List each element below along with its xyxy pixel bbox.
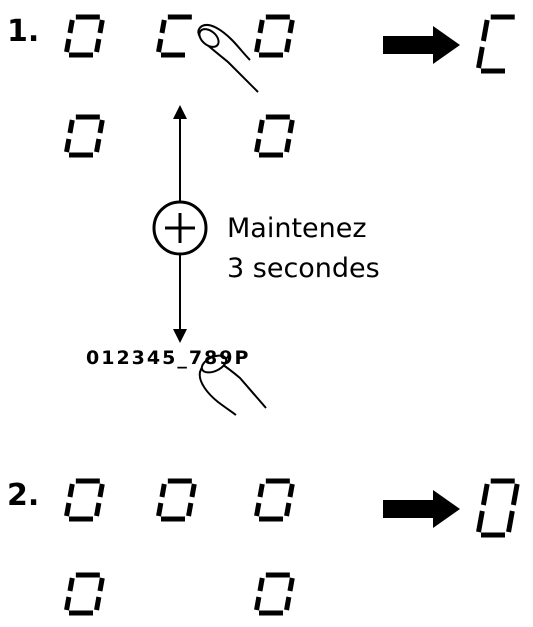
zone-digit xyxy=(254,114,295,158)
zone-digit xyxy=(64,114,105,158)
zone-digit xyxy=(254,572,295,616)
finger-touch-icon xyxy=(197,24,259,93)
zone-digit xyxy=(156,14,192,58)
slider-scale: 012345_789P xyxy=(86,347,251,369)
step-number: 1. xyxy=(7,14,40,49)
result-digit xyxy=(476,14,515,74)
zone-digit xyxy=(254,14,295,58)
zone-digit xyxy=(254,478,295,522)
zone-digit xyxy=(64,572,105,616)
zone-digit xyxy=(64,14,105,58)
seven-segment-digits xyxy=(64,14,520,616)
plus-circle-icon xyxy=(152,200,208,256)
zone-digit xyxy=(156,478,197,522)
right-arrow-icon xyxy=(383,490,460,528)
result-digit xyxy=(476,478,520,538)
hold-instruction-line-2: 3 secondes xyxy=(227,253,380,284)
step-number: 2. xyxy=(7,478,40,513)
hold-instruction-line-1: Maintenez xyxy=(227,213,367,244)
right-arrow-icon xyxy=(383,26,460,64)
finger-touch-icon xyxy=(198,354,267,416)
zone-digit xyxy=(64,478,105,522)
